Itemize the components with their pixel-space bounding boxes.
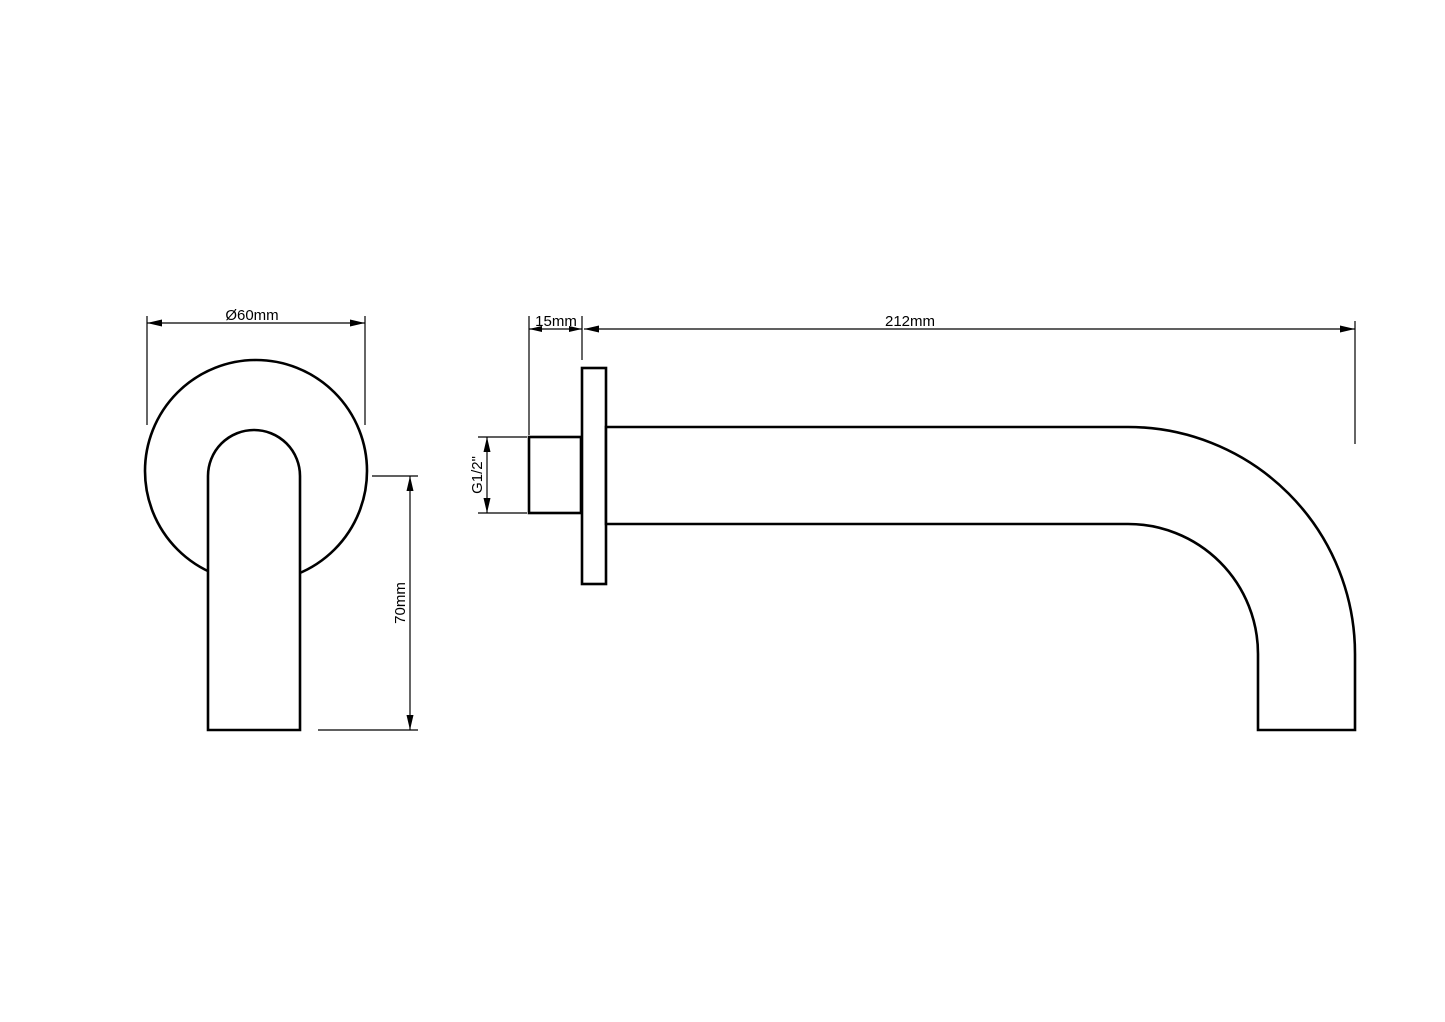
arrowhead bbox=[483, 437, 491, 452]
arrowhead bbox=[529, 326, 542, 332]
wall-flange bbox=[580, 366, 608, 586]
dimension-label-thread-length: 15mm bbox=[535, 313, 577, 330]
dimension-diameter: Ø60mm bbox=[146, 307, 366, 425]
spout-body bbox=[604, 425, 1357, 732]
arrowhead bbox=[350, 319, 365, 327]
dimension-thread: G1/2" bbox=[469, 436, 527, 514]
dimension-thread-length: 15mm bbox=[528, 313, 583, 435]
arrowhead bbox=[147, 319, 162, 327]
dimension-label-height: 70mm bbox=[392, 582, 409, 624]
spout-front-profile bbox=[206, 428, 302, 732]
arrowhead bbox=[406, 715, 414, 730]
dimension-label-thread: G1/2" bbox=[469, 456, 486, 494]
arrowhead bbox=[406, 476, 414, 491]
dimension-label-diameter: Ø60mm bbox=[225, 307, 278, 324]
side-view bbox=[527, 366, 1357, 732]
arrowhead bbox=[483, 498, 491, 513]
arrowhead bbox=[569, 326, 582, 332]
dimension-height: 70mm bbox=[318, 475, 418, 731]
front-view bbox=[143, 358, 369, 732]
dimension-label-spout-length: 212mm bbox=[885, 313, 935, 330]
arrowhead bbox=[584, 325, 599, 333]
arrowhead bbox=[1340, 325, 1355, 333]
thread-connector bbox=[527, 435, 583, 515]
dimension-spout-length: 212mm bbox=[584, 313, 1356, 444]
